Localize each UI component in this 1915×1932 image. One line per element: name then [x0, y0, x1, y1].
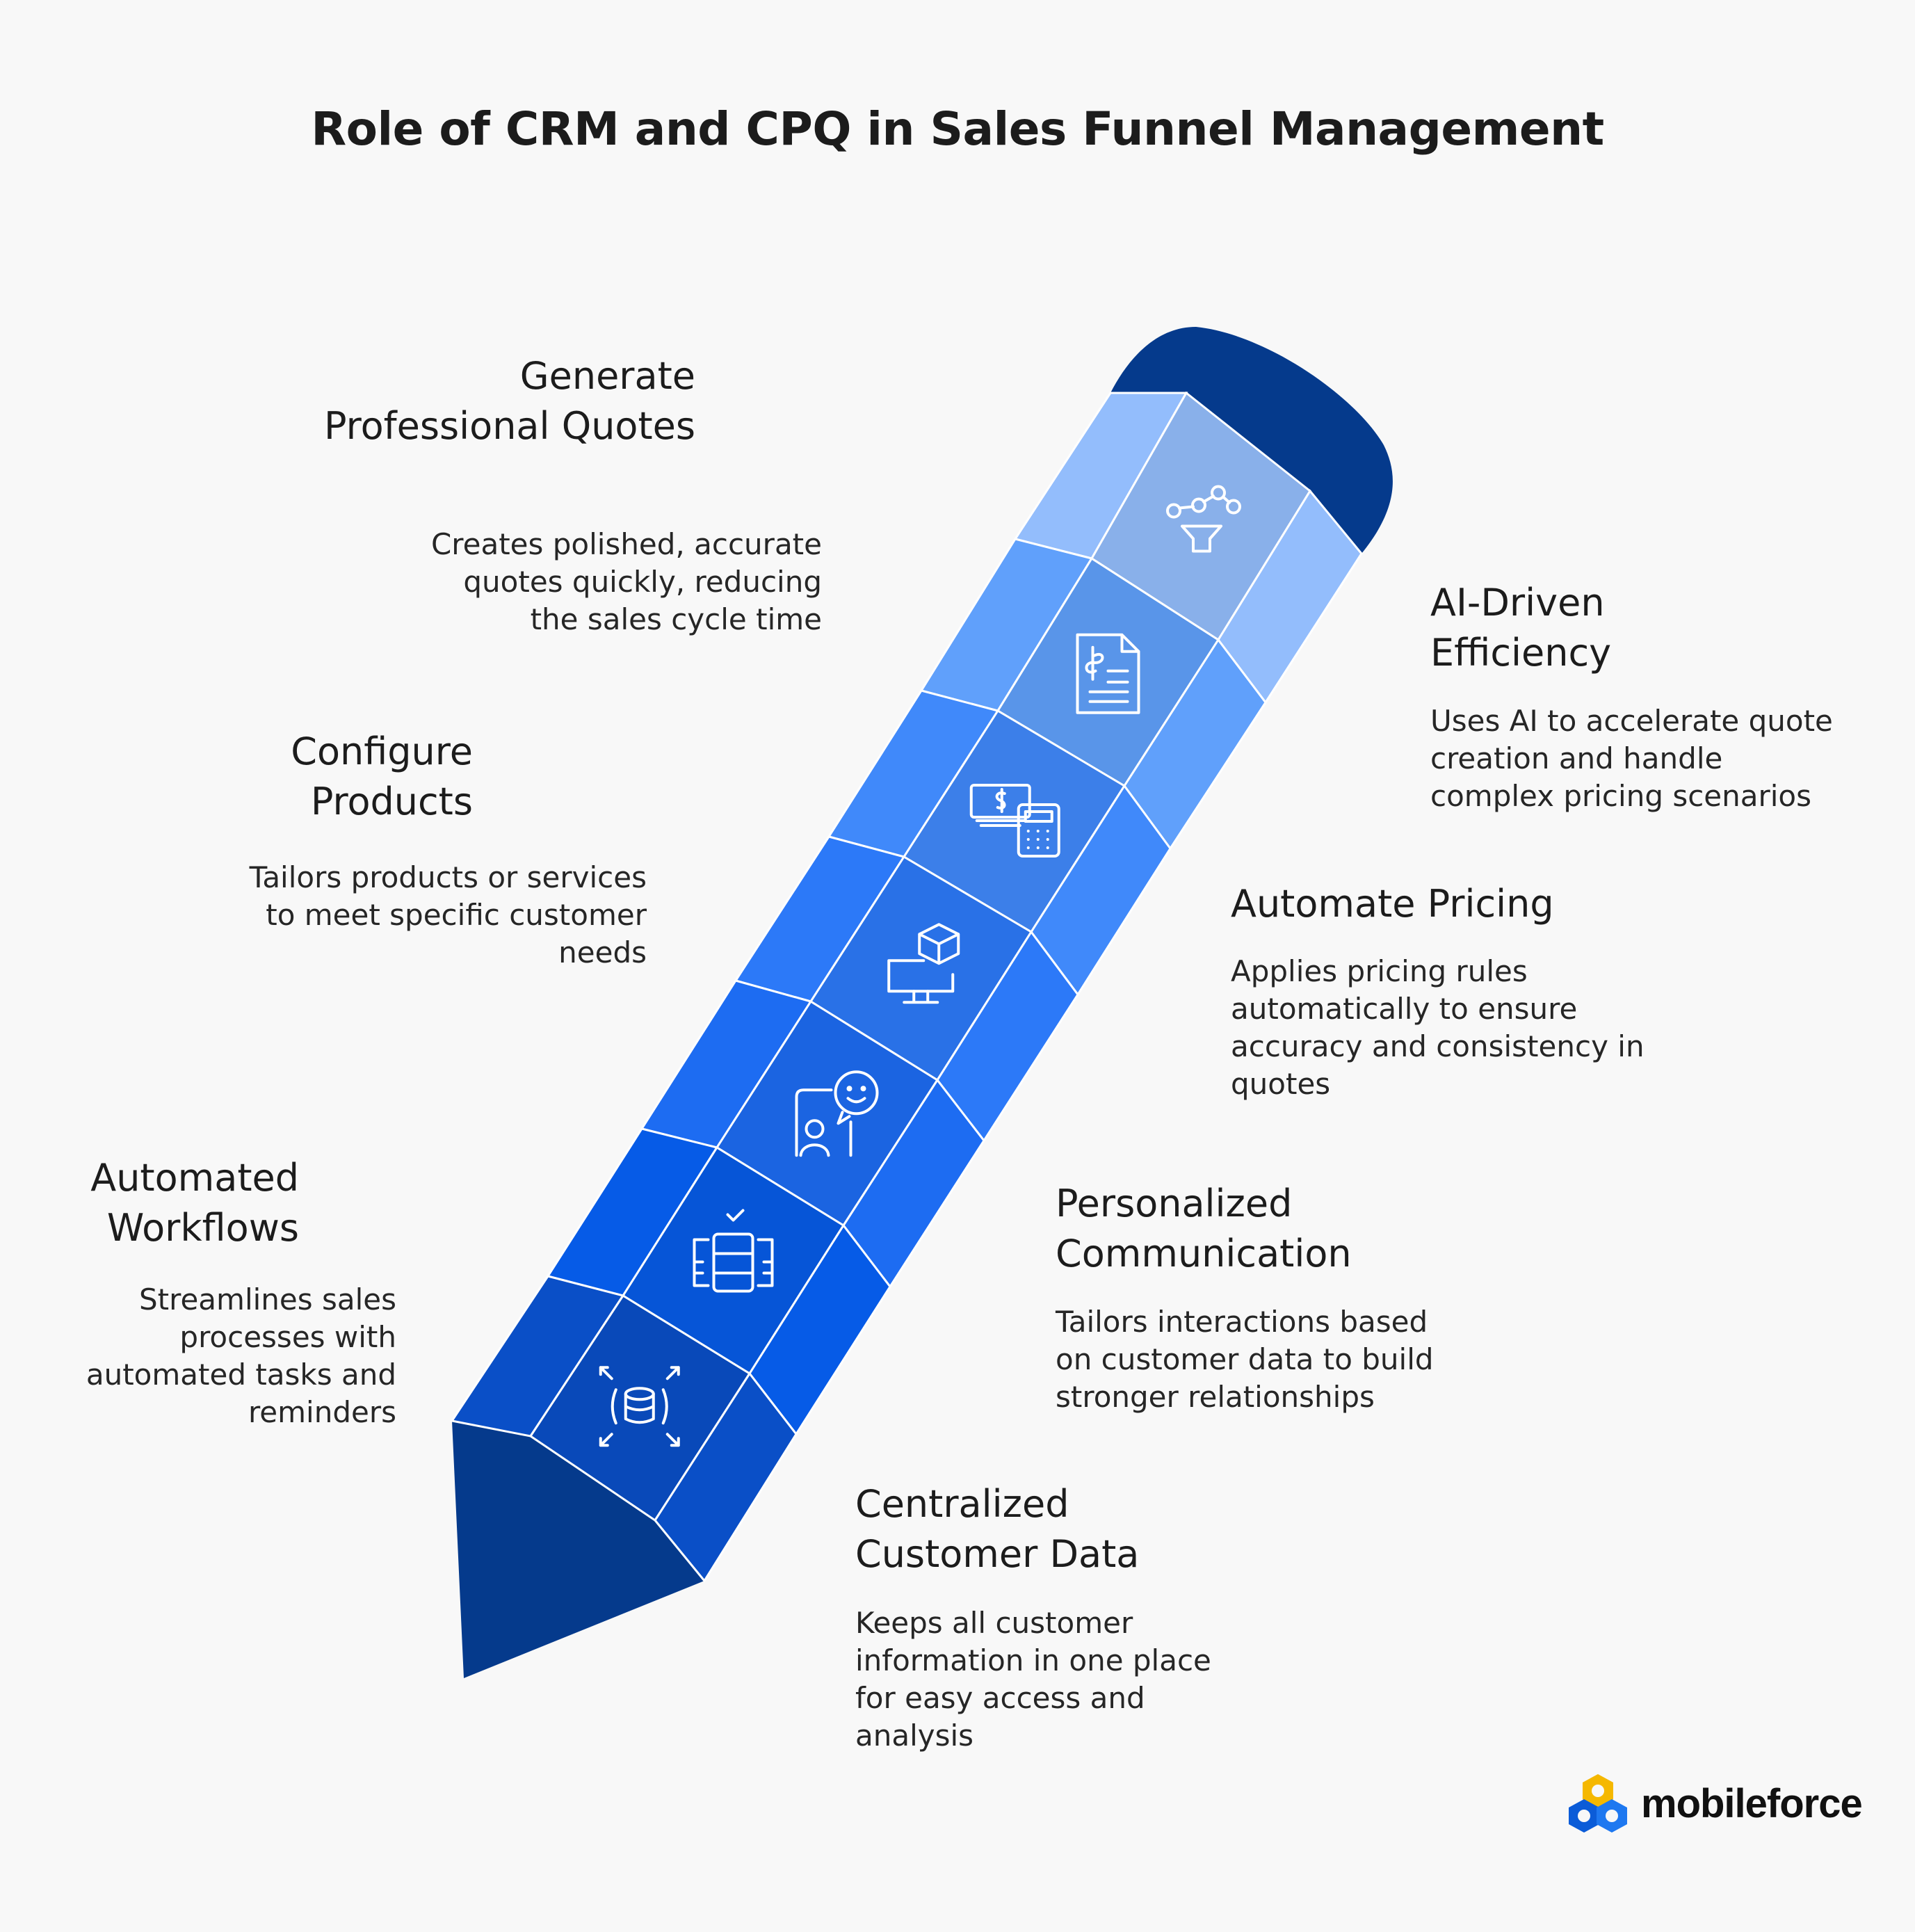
step-description: Applies pricing rules automatically to e…: [1231, 954, 1645, 1101]
step-personalized-communication: Personalized Communication: [1056, 1179, 1445, 1279]
step-heading: Generate Professional Quotes: [324, 354, 695, 448]
funnel-network-icon: [1166, 485, 1241, 553]
step-description: Keeps all customer information in one pl…: [855, 1606, 1211, 1753]
step-description: Uses AI to accelerate quote creation and…: [1430, 704, 1833, 813]
price-document-icon: [1076, 633, 1140, 714]
step-description: Streamlines sales processes with automat…: [86, 1282, 396, 1429]
step-configure-products: Configure Products: [209, 727, 473, 827]
step-heading: AI-Driven Efficiency: [1430, 581, 1612, 675]
step-generate-quotes-desc: Creates polished, accurate quotes quickl…: [417, 526, 822, 638]
step-personalized-communication-desc: Tailors interactions based on customer d…: [1056, 1303, 1459, 1416]
step-centralized-data: Centralized Customer Data: [855, 1479, 1259, 1579]
step-heading: Personalized Communication: [1056, 1182, 1352, 1275]
mobileforce-logo: mobileforce: [1565, 1770, 1863, 1837]
cash-calculator-icon: [969, 784, 1060, 858]
step-heading: Automated Workflows: [90, 1156, 299, 1250]
pencil-eraser: [1110, 327, 1393, 554]
step-automate-pricing-desc: Applies pricing rules automatically to e…: [1231, 953, 1648, 1103]
pencil-segment-right-face: [654, 1371, 798, 1583]
step-description: Tailors interactions based on customer d…: [1056, 1305, 1434, 1414]
step-heading: Automate Pricing: [1231, 882, 1554, 926]
step-centralized-data-desc: Keeps all customer information in one pl…: [855, 1604, 1252, 1755]
step-generate-quotes: Generate Professional Quotes: [292, 351, 695, 451]
step-configure-products-desc: Tailors products or services to meet spe…: [236, 859, 647, 972]
step-description: Tailors products or services to meet spe…: [249, 860, 647, 969]
step-automated-workflows-desc: Streamlines sales processes with automat…: [49, 1281, 396, 1431]
step-heading: Centralized Customer Data: [855, 1482, 1140, 1576]
step-description: Creates polished, accurate quotes quickl…: [430, 527, 822, 636]
mobile-chat-icon: [795, 1070, 879, 1157]
database-expand-icon: [599, 1366, 680, 1447]
step-automated-workflows: Automated Workflows: [42, 1153, 299, 1253]
logo-text: mobileforce: [1641, 1780, 1863, 1826]
step-ai-efficiency-desc: Uses AI to accelerate quote creation and…: [1430, 702, 1841, 815]
mobileforce-logo-icon: [1569, 1774, 1627, 1833]
pencil-tip: [452, 1421, 704, 1678]
monitor-box-icon: [887, 923, 960, 1004]
workflow-server-icon: [693, 1209, 774, 1293]
step-ai-efficiency: AI-Driven Efficiency: [1430, 578, 1778, 678]
step-automate-pricing: Automate Pricing: [1231, 879, 1718, 929]
page-title: Role of CRM and CPQ in Sales Funnel Mana…: [311, 102, 1604, 156]
step-heading: Configure Products: [291, 730, 473, 823]
